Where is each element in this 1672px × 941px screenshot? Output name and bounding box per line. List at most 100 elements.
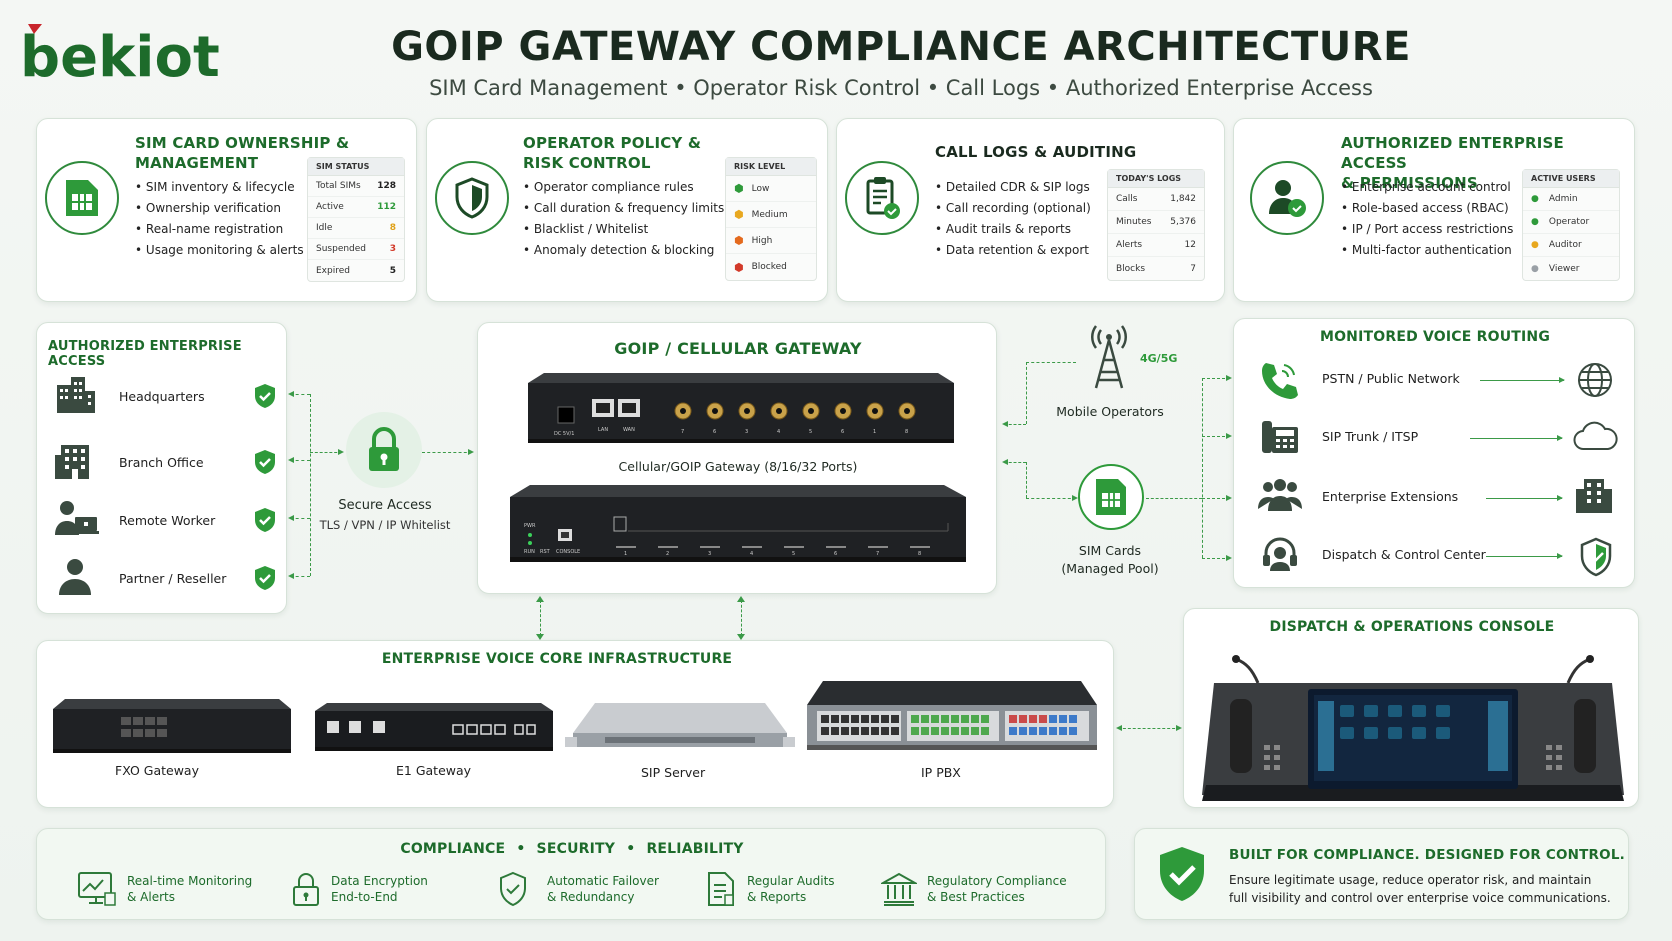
bullet-item: Anomaly detection & blocking xyxy=(523,240,724,261)
clipboard-icon xyxy=(845,161,919,235)
active-users-table: ACTIVE USERS ●Admin ●Operator ●Auditor ●… xyxy=(1522,169,1620,281)
table-header: SIM STATUS xyxy=(308,158,404,176)
ip-pbx-device xyxy=(803,681,1099,761)
slot-number: 2 xyxy=(666,551,669,557)
lock-icon xyxy=(293,873,319,906)
operator-title-2: RISK CONTROL xyxy=(523,154,651,172)
port-label: LAN xyxy=(598,427,608,433)
risk-level-table: RISK LEVEL ⬢Low ⬢Medium ⬢High ⬢Blocked xyxy=(725,157,817,281)
routing-item-extensions: Enterprise Extensions xyxy=(1322,489,1459,504)
bullet-item: Ownership verification xyxy=(135,198,304,219)
front-label: RST xyxy=(540,549,551,555)
call-logs-title: CALL LOGS & AUDITING xyxy=(935,143,1137,161)
compliance-title-part: RELIABILITY xyxy=(646,841,744,857)
band-label: 4G/5G xyxy=(1140,352,1178,365)
bullet-item: Call recording (optional) xyxy=(935,198,1091,219)
authorized-access-card: AUTHORIZED ENTERPRISE ACCESS & PERMISSIO… xyxy=(1233,118,1635,302)
antenna-number: 3 xyxy=(745,429,748,435)
table-row: ⬢High xyxy=(726,228,816,254)
bullet-item: Operator compliance rules xyxy=(523,177,724,198)
globe-icon xyxy=(1576,361,1614,403)
access-item-remote: Remote Worker xyxy=(119,513,216,528)
dispatch-console-title: DISPATCH & OPERATIONS CONSOLE xyxy=(1269,619,1555,635)
auth-bullets: Enterprise account control Role-based ac… xyxy=(1341,177,1513,261)
table-row: ⬢Blocked xyxy=(734,260,787,274)
enterprise-access-title: AUTHORIZED ENTERPRISE ACCESS xyxy=(48,339,242,369)
table-row: ●Auditor xyxy=(1523,234,1619,257)
logo: bekiot xyxy=(20,20,220,90)
shield-check-icon xyxy=(1157,845,1207,907)
sim-card-bullets: SIM inventory & lifecycle Ownership veri… xyxy=(135,177,304,261)
dispatch-console-panel: DISPATCH & OPERATIONS CONSOLE xyxy=(1183,608,1639,808)
bullet-item: Data retention & export xyxy=(935,240,1091,261)
sim-card-title-2: MANAGEMENT xyxy=(135,154,259,172)
slot-number: 6 xyxy=(834,551,837,557)
bullet-item: Multi-factor authentication xyxy=(1341,240,1513,261)
mobile-operators-label: Mobile Operators xyxy=(1056,404,1164,419)
routing-item-pstn: PSTN / Public Network xyxy=(1322,371,1460,386)
routing-item-dispatch: Dispatch & Control Center xyxy=(1322,547,1486,562)
operator-bullets: Operator compliance rules Call duration … xyxy=(523,177,724,261)
operator-policy-card: OPERATOR POLICY & RISK CONTROL Operator … xyxy=(426,118,828,302)
partner-icon xyxy=(57,557,93,601)
table-header: TODAY'S LOGS xyxy=(1108,170,1204,188)
slot-number: 3 xyxy=(708,551,711,557)
desk-phone-icon xyxy=(1260,417,1300,461)
compliance-bar: COMPLIANCE • SECURITY • RELIABILITY Real… xyxy=(36,828,1106,920)
built-line-2: full visibility and control over enterpr… xyxy=(1229,891,1611,905)
report-icon xyxy=(708,872,734,906)
slot-number: 5 xyxy=(792,551,795,557)
institution-icon xyxy=(881,872,917,906)
access-item-headquarters: Headquarters xyxy=(119,389,205,404)
sip-server-device xyxy=(565,703,795,767)
page-subtitle: SIM Card Management • Operator Risk Cont… xyxy=(429,76,1373,100)
compliance-item-failover: Automatic Failover& Redundancy xyxy=(497,871,659,907)
monitor-chart-icon xyxy=(78,872,116,906)
fxo-gateway-device xyxy=(51,699,293,763)
bullet-item: Enterprise account control xyxy=(1341,177,1513,198)
voice-core-panel: ENTERPRISE VOICE CORE INFRASTRUCTURE FXO… xyxy=(36,640,1114,808)
cloud-icon xyxy=(1572,419,1618,457)
logo-text: bekiot xyxy=(20,25,220,84)
sim-pool-icon xyxy=(1078,464,1144,530)
antenna-number: 8 xyxy=(905,429,908,435)
antenna-number: 5 xyxy=(809,429,812,435)
enterprise-access-panel: AUTHORIZED ENTERPRISE ACCESS Headquarter… xyxy=(36,322,287,614)
bullet-item: Blacklist / Whitelist xyxy=(523,219,724,240)
secure-access-label: Secure Access xyxy=(338,498,432,513)
built-line-1: Ensure legitimate usage, reduce operator… xyxy=(1229,873,1592,887)
remote-worker-icon xyxy=(53,499,101,543)
gateway-device-rear: DC 5V/1 LAN WAN 7 6 3 4 5 6 1 8 xyxy=(526,373,956,447)
built-title: BUILT FOR COMPLIANCE. DESIGNED FOR CONTR… xyxy=(1229,847,1625,863)
voice-routing-panel: MONITORED VOICE ROUTING PSTN / Public Ne… xyxy=(1233,318,1635,588)
device-label-e1: E1 Gateway xyxy=(396,763,472,778)
antenna-number: 6 xyxy=(841,429,844,435)
user-check-icon xyxy=(1250,161,1324,235)
secure-access-sub: TLS / VPN / IP Whitelist xyxy=(319,518,451,532)
shield-check-icon xyxy=(1578,537,1614,581)
bullet-item: Role-based access (RBAC) xyxy=(1341,198,1513,219)
status-dot: ● xyxy=(1531,194,1539,204)
shield-icon xyxy=(435,161,509,235)
bullet-item: SIM inventory & lifecycle xyxy=(135,177,304,198)
bullet-item: IP / Port access restrictions xyxy=(1341,219,1513,240)
port-label: DC 5V/1 xyxy=(554,431,574,437)
compliance-title: COMPLIANCE • SECURITY • RELIABILITY xyxy=(400,841,744,857)
lock-icon xyxy=(346,412,422,488)
bullet-item: Detailed CDR & SIP logs xyxy=(935,177,1091,198)
slot-number: 8 xyxy=(918,551,921,557)
voice-core-title: ENTERPRISE VOICE CORE INFRASTRUCTURE xyxy=(381,651,733,667)
check-shield-icon xyxy=(253,449,277,479)
dispatch-console-device xyxy=(1200,635,1626,809)
cell-tower-icon xyxy=(1084,318,1134,394)
